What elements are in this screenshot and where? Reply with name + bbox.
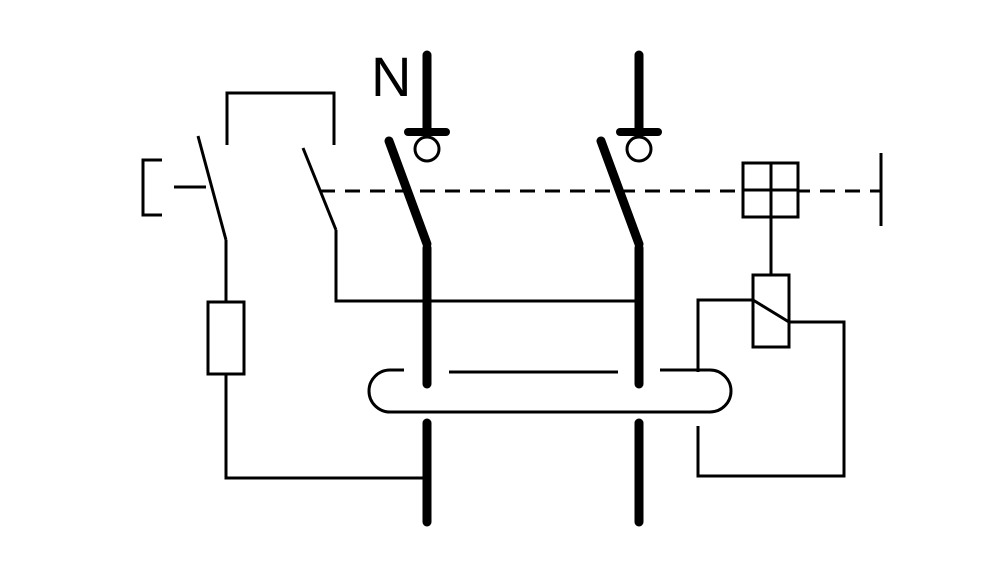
- test-circuit: [141, 91, 639, 480]
- test-resistor-lower-wire: [224, 374, 427, 480]
- auxiliary-switch-wire: [334, 230, 639, 303]
- test-switch-bracket: [225, 91, 336, 145]
- trip-circuit: [696, 161, 846, 478]
- line-pole: [596, 50, 662, 527]
- test-resistor: [206, 300, 246, 376]
- neutral-terminal-circle: [413, 135, 441, 163]
- neutral-pole: [384, 50, 450, 527]
- auxiliary-switch-blade: [301, 147, 338, 231]
- sense-coil-lead-lower: [696, 320, 846, 478]
- toroid-outline: [367, 368, 733, 414]
- sense-coil-lead-upper: [696, 298, 753, 372]
- neutral-label: N: [371, 45, 411, 108]
- test-switch-blade: [196, 135, 228, 241]
- trip-relay-winding-mark: [752, 298, 790, 324]
- test-push-button-symbol: [141, 158, 162, 217]
- toroidal-core: [367, 368, 733, 414]
- line-terminal-circle: [625, 135, 653, 163]
